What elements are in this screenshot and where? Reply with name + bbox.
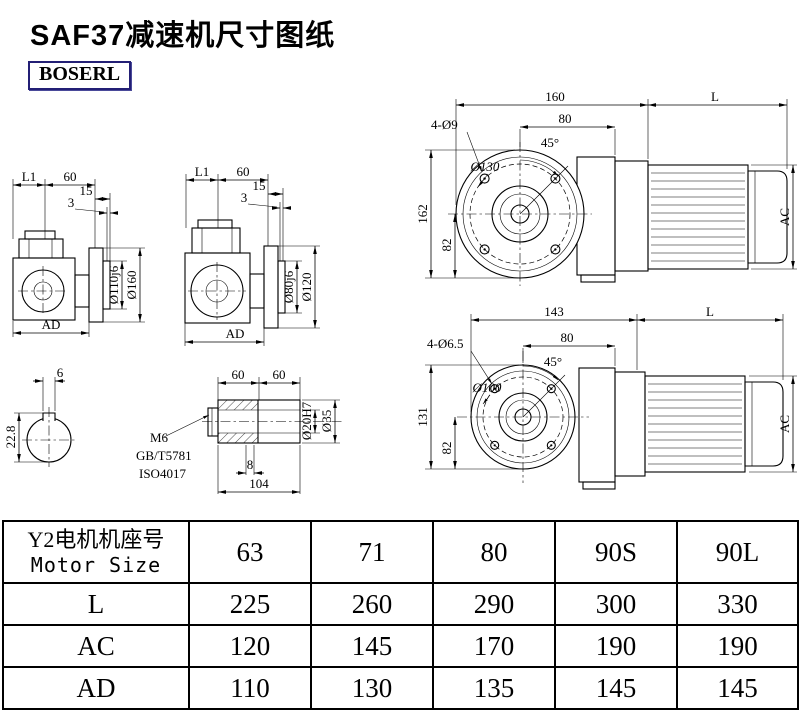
shaft-body (202, 399, 342, 444)
dim-3: 3 (241, 190, 248, 205)
dim-60b: 60 (273, 367, 286, 382)
dimensions: 60 60 M6 GB/T5781 ISO4017 8 104 Ø20H7 Ø3… (136, 367, 340, 494)
dim-l1: L1 (22, 169, 36, 184)
value-cell: 110 (188, 666, 312, 710)
value-cell: 300 (554, 582, 678, 626)
dimensions: L1 60 15 3 Ø110j6 Ø160 AD (12, 169, 145, 337)
dim-15: 15 (80, 183, 93, 198)
dim-143: 143 (544, 304, 564, 319)
dim-60: 60 (64, 169, 77, 184)
size-71: 71 (310, 520, 434, 584)
dim-131: 131 (415, 407, 430, 427)
dim-flange: Ø160 (124, 271, 139, 300)
dim-key-width: 6 (57, 365, 64, 380)
thread-callout: M6 (150, 430, 169, 445)
dim-bore: Ø20H7 (299, 401, 314, 440)
size-63: 63 (188, 520, 312, 584)
standard-gb: GB/T5781 (136, 448, 192, 463)
dimensions: 6 22.8 (3, 365, 65, 463)
dim-ad: AD (42, 317, 61, 332)
dimensions: 160 L 80 4-Ø9 45° Ø130 162 82 AC (415, 89, 797, 279)
dim-spigot: Ø110j6 (106, 265, 121, 304)
size-90s: 90S (554, 520, 678, 584)
value-cell: 190 (554, 624, 678, 668)
value-cell: 260 (310, 582, 434, 626)
motor-size-label-cn: Y2电机机座号 (27, 527, 165, 552)
value-cell: 130 (310, 666, 434, 710)
svg-defs (0, 0, 2, 2)
table-row-l: L 225 260 290 300 330 (2, 582, 799, 626)
dim-flange: Ø120 (299, 273, 314, 302)
dim-bolt-circle: Ø100 (472, 380, 502, 395)
gearbox-outline (184, 219, 286, 329)
dim-3: 3 (68, 195, 75, 210)
motor-body (614, 371, 784, 477)
value-cell: 330 (676, 582, 799, 626)
shaft-section (22, 407, 77, 467)
row-label-ac: AC (2, 624, 190, 668)
shaft-detail-drawing: 60 60 M6 GB/T5781 ISO4017 8 104 Ø20H7 Ø3… (136, 367, 342, 494)
value-cell: 290 (432, 582, 556, 626)
page-title: SAF37减速机尺寸图纸 (30, 20, 336, 52)
dim-60a: 60 (232, 367, 245, 382)
motor-size-label-en: Motor Size (30, 553, 162, 577)
dimensions: L1 60 15 3 Ø80j6 Ø120 AD (184, 164, 320, 346)
dim-od: Ø35 (319, 410, 334, 432)
dim-key-height: 22.8 (3, 426, 18, 449)
value-cell: 145 (554, 666, 678, 710)
motor-size-header-cell: Y2电机机座号 Motor Size (2, 520, 190, 584)
value-cell: 145 (676, 666, 799, 710)
flange-face (448, 142, 592, 286)
shaft-end-drawing: 6 22.8 (3, 365, 77, 467)
front-view-1-drawing: 160 L 80 4-Ø9 45° Ø130 162 82 AC (415, 89, 797, 286)
gearbox-outline (12, 230, 111, 323)
dim-l1: L1 (195, 164, 209, 179)
dim-80: 80 (561, 330, 574, 345)
table-row-ac: AC 120 145 170 190 190 (2, 624, 799, 668)
row-label-l: L (2, 582, 190, 626)
dim-l: L (706, 304, 714, 319)
dim-162: 162 (415, 204, 430, 224)
table-header-row: Y2电机机座号 Motor Size 63 71 80 90S 90L (2, 520, 799, 584)
dim-ac: AC (777, 208, 792, 226)
dim-104: 104 (249, 476, 269, 491)
dim-holes: 4-Ø6.5 (427, 336, 463, 351)
dim-160: 160 (545, 89, 565, 104)
table-row-ad: AD 110 130 135 145 145 (2, 666, 799, 710)
dim-angle: 45° (541, 135, 559, 150)
value-cell: 190 (676, 624, 799, 668)
dim-angle: 45° (544, 354, 562, 369)
motor-body (614, 160, 788, 272)
side-view-2-drawing: L1 60 15 3 Ø80j6 Ø120 AD (184, 164, 320, 346)
dim-15: 15 (253, 178, 266, 193)
value-cell: 225 (188, 582, 312, 626)
dim-60: 60 (237, 164, 250, 179)
dim-80: 80 (559, 111, 572, 126)
size-80: 80 (432, 520, 556, 584)
dim-ad: AD (226, 326, 245, 341)
dim-holes: 4-Ø9 (431, 117, 458, 132)
motor-size-table: Y2电机机座号 Motor Size 63 71 80 90S 90L L 22… (2, 520, 799, 710)
dim-l: L (711, 89, 719, 104)
row-label-ad: AD (2, 666, 190, 710)
value-cell: 145 (310, 624, 434, 668)
flange-face (457, 351, 589, 483)
side-view-1-drawing: L1 60 15 3 Ø110j6 Ø160 AD (12, 169, 145, 337)
value-cell: 135 (432, 666, 556, 710)
value-cell: 170 (432, 624, 556, 668)
value-cell: 120 (188, 624, 312, 668)
size-90l: 90L (676, 520, 799, 584)
brand-logo: BOSERL (28, 61, 132, 90)
standard-iso: ISO4017 (139, 466, 186, 481)
front-view-2-drawing: 143 L 80 4-Ø6.5 45° Ø100 131 82 AC (415, 304, 797, 490)
gearbox-housing (578, 367, 616, 490)
dim-8: 8 (247, 457, 254, 472)
dim-82: 82 (439, 442, 454, 455)
dim-spigot: Ø80j6 (281, 270, 296, 303)
dim-ac: AC (777, 415, 792, 433)
dimensions: 143 L 80 4-Ø6.5 45° Ø100 131 82 AC (415, 304, 797, 473)
dim-bolt-circle: Ø130 (470, 159, 500, 174)
dim-82: 82 (439, 239, 454, 252)
